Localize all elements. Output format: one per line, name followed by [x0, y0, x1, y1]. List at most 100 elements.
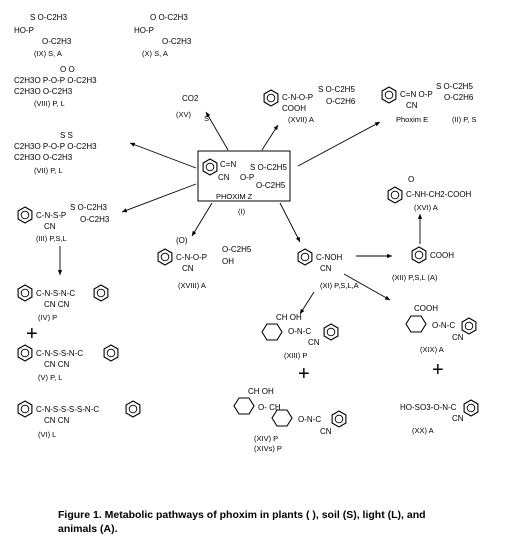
sugar-ring-icon [233, 397, 255, 415]
caption-line-2: animals (A). [58, 523, 118, 535]
svg-text:O-N-C: O-N-C [432, 321, 455, 330]
figure-caption: Figure 1. Metabolic pathways of phoxim i… [58, 508, 498, 536]
compound-viii: O O C2H3O P-O-P O-C2H3 C2H3O O-C2H3 (VII… [14, 65, 97, 108]
svg-text:O-C2H6: O-C2H6 [444, 93, 474, 102]
svg-text:CN: CN [406, 101, 418, 110]
compound-xvi: O C-NH-CH2-COOH (XVI) A [387, 175, 472, 212]
compound-xx: HO-SO3-O-N-C CN (XX) A [400, 399, 479, 435]
benzene-ring-icon [463, 399, 479, 417]
compound-xii: COOH (XII) P,S,L (A) [392, 246, 454, 282]
svg-text:(IV) P: (IV) P [38, 313, 57, 322]
benzene-ring-icon [202, 158, 218, 176]
arrow-to-xix [343, 273, 391, 301]
benzene-ring-icon [125, 400, 141, 418]
svg-text:C-N-O-P: C-N-O-P [176, 253, 207, 262]
svg-text:(XVI) A: (XVI) A [414, 203, 438, 212]
caption-line-1: Figure 1. Metabolic pathways of phoxim i… [58, 509, 426, 521]
compound-xviii: (O) C-N-O-P CN O-C2H5 OH (XVIII) A [157, 236, 252, 290]
svg-text:S O-C2H5: S O-C2H5 [318, 85, 355, 94]
svg-text:O-C2H5: O-C2H5 [256, 181, 286, 190]
svg-text:(I): (I) [238, 207, 246, 216]
svg-text:CN: CN [452, 333, 464, 342]
compound-ix: S O-C2H3 HO-P O-C2H3 (IX) S, A [14, 13, 72, 58]
benzene-ring-icon [411, 246, 427, 264]
svg-text:COOH: COOH [414, 304, 438, 313]
svg-text:(VI) L: (VI) L [38, 430, 56, 439]
benzene-ring-icon [17, 344, 33, 362]
compound-xiv: CH OH O- CH O-N-C CN (XIV) P (XIVs) P [233, 387, 347, 453]
svg-text:(XIVs) P: (XIVs) P [254, 444, 282, 453]
arrow-to-iii [121, 183, 197, 213]
svg-text:C=N: C=N [220, 160, 236, 169]
svg-text:(XIV) P: (XIV) P [254, 434, 278, 443]
svg-text:(V) P, L: (V) P, L [38, 373, 62, 382]
svg-text:(II) P, S: (II) P, S [452, 115, 476, 124]
svg-text:C-N-O-P: C-N-O-P [282, 93, 313, 102]
arrow-to-xv [205, 111, 229, 151]
svg-text:O-P: O-P [240, 173, 254, 182]
arrow-to-xvii [261, 124, 279, 151]
compound-x: O O-C2H3 HO-P O-C2H3 (X) S, A [134, 13, 192, 58]
compound-xi: C-NOH CN (XI) P,S,L,A [297, 248, 359, 290]
svg-text:S O-C2H5: S O-C2H5 [436, 82, 473, 91]
svg-text:C2H3O P-O-P O-C2H3: C2H3O P-O-P O-C2H3 [14, 76, 97, 85]
svg-text:CN CN: CN CN [44, 416, 70, 425]
svg-text:(XIX) A: (XIX) A [420, 345, 444, 354]
sugar-ring-icon [271, 409, 293, 427]
svg-text:C2H3O O-C2H3: C2H3O O-C2H3 [14, 87, 73, 96]
svg-text:COOH: COOH [282, 104, 306, 113]
compound-ii: C=N O-P CN S O-C2H5 O-C2H6 Phoxim E (II)… [381, 82, 476, 124]
svg-text:(VII) P, L: (VII) P, L [34, 166, 63, 175]
svg-text:HO-P: HO-P [14, 26, 34, 35]
benzene-ring-icon [157, 248, 173, 266]
plus-sign: + [298, 363, 310, 385]
compound-xvii: C-N-O-P COOH S O-C2H5 O-C2H6 (XVII) A [263, 85, 356, 124]
svg-text:CN CN: CN CN [44, 360, 70, 369]
svg-text:O O: O O [60, 65, 75, 74]
svg-text:HO-P: HO-P [134, 26, 154, 35]
svg-text:(IX) S, A: (IX) S, A [34, 49, 62, 58]
svg-text:(XX) A: (XX) A [412, 426, 434, 435]
benzene-ring-icon [93, 284, 109, 302]
svg-text:O-C2H6: O-C2H6 [326, 97, 356, 106]
pathway-arrows [57, 111, 423, 315]
arrow-to-xviii [191, 202, 213, 237]
svg-text:O-C2H3: O-C2H3 [80, 215, 110, 224]
benzene-ring-icon [323, 323, 339, 341]
compound-v: C-N-S-S-N-C CN CN (V) P, L [17, 344, 119, 382]
svg-text:CN CN: CN CN [44, 300, 70, 309]
svg-text:OH: OH [222, 257, 234, 266]
svg-text:CN: CN [452, 414, 464, 423]
benzene-ring-icon [331, 410, 347, 428]
benzene-ring-icon [297, 248, 313, 266]
compound-xiii: CH OH O-N-C CN (XIII) P [261, 313, 339, 360]
arrow-to-vii [129, 142, 197, 169]
svg-text:(XV): (XV) [176, 110, 192, 119]
svg-text:(X) S, A: (X) S, A [142, 49, 168, 58]
arrow-to-xi [279, 202, 301, 243]
svg-text:O: O [408, 175, 414, 184]
svg-text:O-C2H3: O-C2H3 [42, 37, 72, 46]
svg-text:C-NH-CH2-COOH: C-NH-CH2-COOH [406, 190, 472, 199]
svg-text:CN: CN [44, 222, 56, 231]
svg-text:COOH: COOH [430, 251, 454, 260]
svg-text:(O): (O) [176, 236, 188, 245]
svg-text:CN: CN [182, 264, 194, 273]
svg-text:(XIII) P: (XIII) P [284, 351, 307, 360]
compound-xv: CO2 (XV) S [176, 94, 209, 123]
svg-text:(VIII) P, L: (VIII) P, L [34, 99, 65, 108]
svg-text:CH OH: CH OH [248, 387, 274, 396]
svg-text:S O-C2H5: S O-C2H5 [250, 163, 287, 172]
svg-text:O O-C2H3: O O-C2H3 [150, 13, 188, 22]
svg-text:C-NOH: C-NOH [316, 253, 342, 262]
svg-text:CN: CN [320, 264, 332, 273]
compound-iii: C-N-S-P CN S O-C2H3 O-C2H3 (III) P,S,L [17, 203, 110, 243]
sugar-ring-icon [261, 323, 283, 341]
benzene-ring-icon [17, 400, 33, 418]
arrow-to-xiii [299, 291, 315, 315]
svg-text:C=N O-P: C=N O-P [400, 90, 433, 99]
sugar-ring-icon [405, 315, 427, 333]
svg-text:CN: CN [218, 173, 230, 182]
svg-text:O-C2H3: O-C2H3 [162, 37, 192, 46]
compound-xix: COOH O-N-C CN (XIX) A [405, 304, 477, 354]
